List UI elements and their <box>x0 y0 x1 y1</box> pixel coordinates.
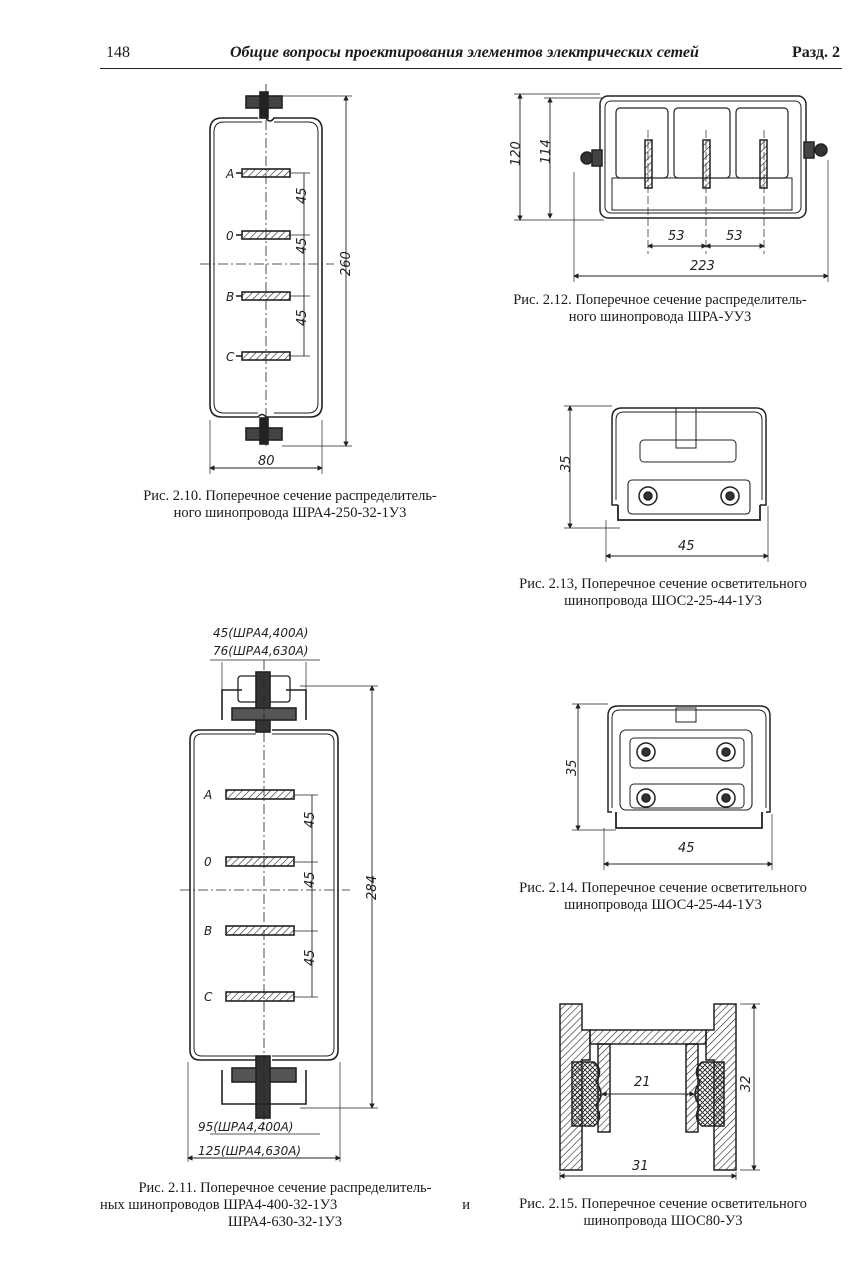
fig-2-12-dim-53a: 53 <box>668 229 685 244</box>
fig-2-15-width: 31 <box>632 1159 649 1174</box>
fig-2-10-pitch-3: 45 <box>295 309 310 326</box>
fig-2-11-phase-b: B <box>204 924 212 938</box>
fig-2-12-caption: Рис. 2.12. Поперечное сечение распредели… <box>480 292 840 326</box>
fig-2-11-phase-a: A <box>203 788 212 802</box>
fig-2-12-dim-223: 223 <box>690 259 715 274</box>
fig-2-11-pitch-3: 45 <box>303 949 318 966</box>
fig-2-10-phase-0: 0 <box>226 229 234 243</box>
fig-2-11-pitch-2: 45 <box>303 871 318 888</box>
fig-2-11-phase-c: C <box>204 990 213 1004</box>
fig-2-13-caption: Рис. 2.13, Поперечное сечение осветитель… <box>480 576 846 610</box>
fig-2-10-width: 80 <box>258 454 275 469</box>
section-label: Разд. 2 <box>791 44 840 61</box>
fig-2-12-dim-114: 114 <box>539 139 554 164</box>
fig-2-14-height: 35 <box>565 759 580 776</box>
fig-2-12-dim-53b: 53 <box>726 229 743 244</box>
fig-2-11-caption-line-1: Рис. 2.11. Поперечное сечение распредели… <box>138 1180 432 1196</box>
fig-2-15-labels: 21 32 31 <box>632 1075 754 1174</box>
fig-2-10-labels: A 0 B C 45 45 45 260 80 <box>225 167 354 469</box>
fig-2-11-caption-line-2b: и <box>462 1197 470 1213</box>
fig-2-12-drawing <box>514 93 829 282</box>
running-title: Общие вопросы проектирования элементов э… <box>230 44 699 61</box>
fig-2-12-caption-line-1: Рис. 2.12. Поперечное сечение распредели… <box>513 292 807 308</box>
fig-2-12-dim-120: 120 <box>509 141 524 166</box>
fig-2-11-height: 284 <box>365 875 380 900</box>
page-number: 148 <box>106 44 130 61</box>
fig-2-11-caption-line-2a: ных шинопроводов ШРА4-400-32-1У3 <box>100 1197 338 1213</box>
fig-2-11-labels: 45(ШРА4,400А) 76(ШРА4,630А) A 0 B C 45 4… <box>198 626 380 1158</box>
fig-2-13-caption-line-1: Рис. 2.13, Поперечное сечение осветитель… <box>519 576 807 592</box>
fig-2-11-pitch-1: 45 <box>303 811 318 828</box>
fig-2-11-drawing <box>180 659 378 1162</box>
fig-2-10-phase-b: B <box>226 290 234 304</box>
page-header: 148 Общие вопросы проектирования элемент… <box>100 44 840 68</box>
fig-2-14-width: 45 <box>678 841 695 856</box>
fig-2-12-caption-line-2: ного шинопровода ШРА-УУ3 <box>568 309 752 325</box>
fig-2-10-caption: Рис. 2.10. Поперечное сечение распредели… <box>100 488 480 522</box>
fig-2-11-bottom-note-2: 125(ШРА4,630А) <box>198 1144 301 1158</box>
fig-2-11-caption: Рис. 2.11. Поперечное сечение распредели… <box>100 1180 470 1231</box>
fig-2-11-caption-line-3: ШРА4-630-32-1У3 <box>227 1214 343 1230</box>
fig-2-13-caption-line-2: шинопровода ШОС2-25-44-1У3 <box>564 593 762 609</box>
fig-2-15-caption-line-1: Рис. 2.15. Поперечное сечение осветитель… <box>519 1196 807 1212</box>
fig-2-10-pitch-1: 45 <box>295 187 310 204</box>
fig-2-15-height: 32 <box>739 1075 754 1092</box>
fig-2-11-phase-0: 0 <box>204 855 212 869</box>
fig-2-14-drawing <box>572 703 773 870</box>
fig-2-10-drawing <box>200 84 352 474</box>
fig-2-13-labels: 35 45 <box>559 455 695 554</box>
fig-2-10-height: 260 <box>339 251 354 276</box>
fig-2-14-labels: 35 45 <box>565 759 695 856</box>
fig-2-10-caption-line-1: Рис. 2.10. Поперечное сечение распредели… <box>143 488 437 504</box>
fig-2-11-top-note-2: 76(ШРА4,630А) <box>213 644 308 658</box>
fig-2-15-inner: 21 <box>634 1075 651 1090</box>
header-rule <box>100 68 842 69</box>
fig-2-12-labels: 120 114 53 53 223 <box>509 139 743 274</box>
fig-2-13-drawing <box>564 405 769 562</box>
fig-2-15-caption: Рис. 2.15. Поперечное сечение осветитель… <box>480 1196 846 1230</box>
fig-2-14-caption-line-2: шинопровода ШОС4-25-44-1У3 <box>564 897 762 913</box>
fig-2-11-bottom-note-1: 95(ШРА4,400А) <box>198 1120 293 1134</box>
fig-2-11-caption-line-2: ных шинопроводов ШРА4-400-32-1У3 и <box>100 1197 470 1214</box>
fig-2-15-caption-line-2: шинопровода ШОС80-У3 <box>583 1213 743 1229</box>
fig-2-11-top-note-1: 45(ШРА4,400А) <box>213 626 308 640</box>
fig-2-10-phase-c: C <box>226 350 235 364</box>
fig-2-10-caption-line-2: ного шинопровода ШРА4-250-32-1У3 <box>173 505 407 521</box>
fig-2-14-caption: Рис. 2.14. Поперечное сечение осветитель… <box>480 880 846 914</box>
fig-2-14-caption-line-1: Рис. 2.14. Поперечное сечение осветитель… <box>519 880 807 896</box>
fig-2-13-height: 35 <box>559 455 574 472</box>
fig-2-10-phase-a: A <box>225 167 234 181</box>
fig-2-15-drawing <box>559 1003 760 1180</box>
fig-2-13-width: 45 <box>678 539 695 554</box>
fig-2-10-pitch-2: 45 <box>295 237 310 254</box>
